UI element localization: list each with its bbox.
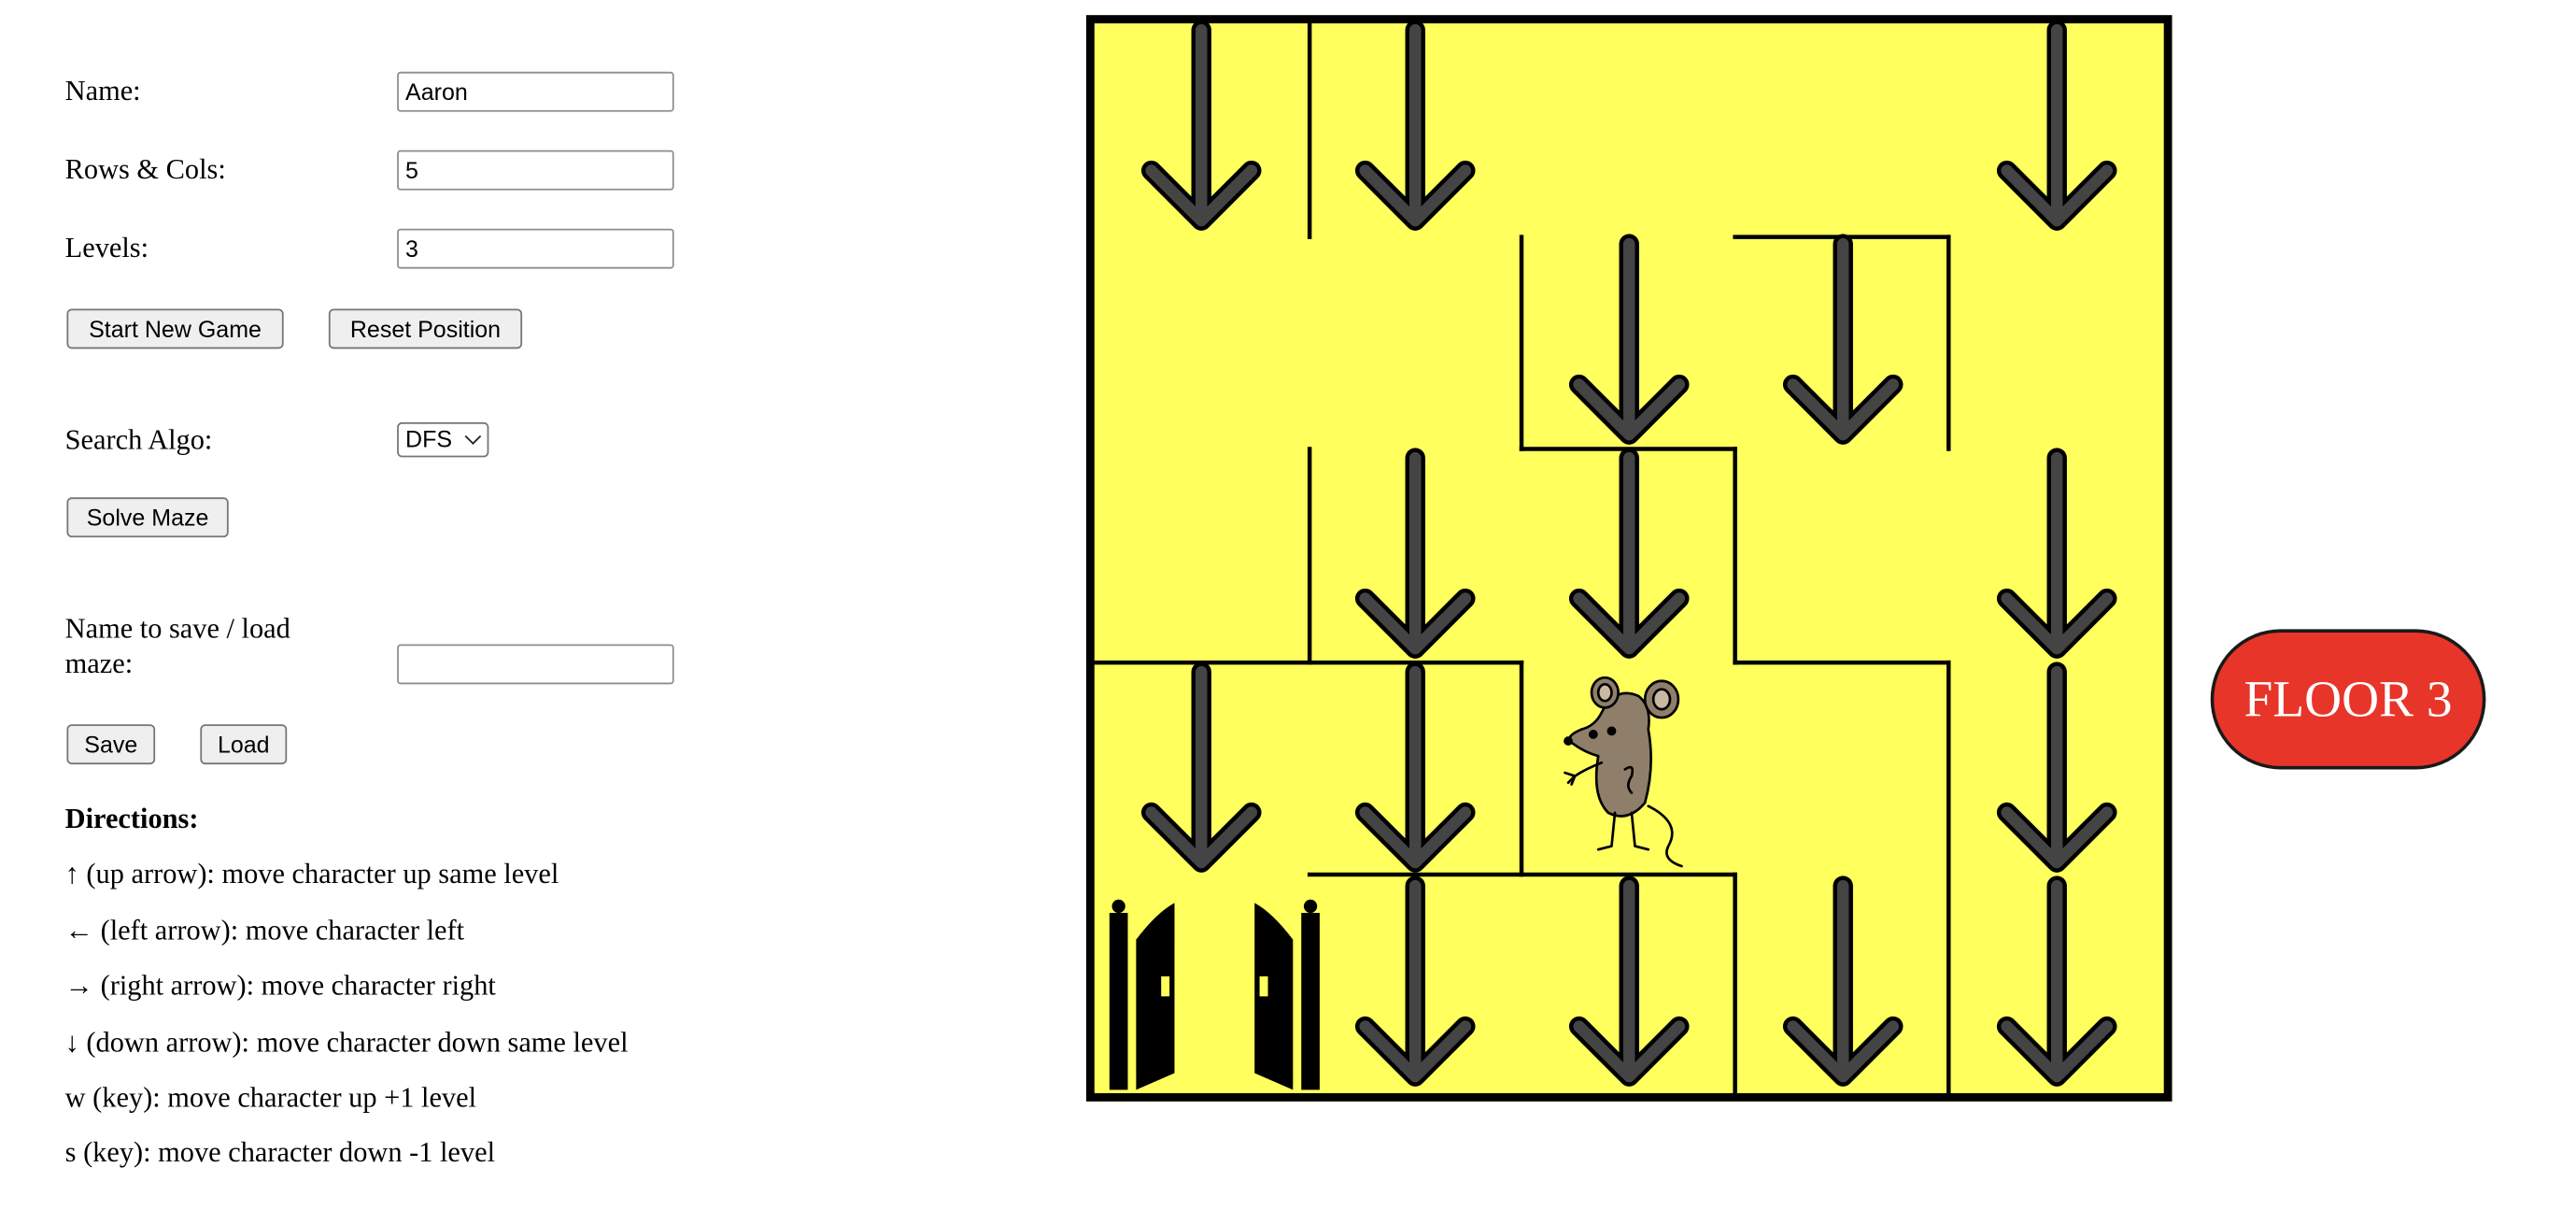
down-arrow-icon [1140,20,1262,231]
mouse-character-icon[interactable] [1564,676,1683,868]
search-algo-select[interactable]: DFS [397,421,489,458]
maze-border [1085,15,2173,1102]
down-arrow-icon [1996,20,2117,231]
down-arrow-icon [1996,875,2117,1087]
direction-down: ↓ (down arrow): move character down same… [64,1026,629,1059]
solve-maze-button[interactable]: Solve Maze [66,497,229,538]
direction-s-key: s (key): move character down -1 level [64,1136,496,1169]
save-button[interactable]: Save [66,724,156,765]
rows-cols-label: Rows & Cols: [64,153,226,186]
down-arrow-icon [1996,662,2117,873]
search-algo-label: Search Algo: [64,423,213,456]
reset-position-button[interactable]: Reset Position [328,308,523,349]
down-arrow-icon [1568,234,1690,445]
down-arrows-layer [1140,20,2117,1087]
direction-right: → (right arrow): move character right [64,969,496,1002]
load-button[interactable]: Load [200,724,288,765]
direction-w-key: w (key): move character up +1 level [64,1081,477,1114]
down-arrow-icon [1996,448,2117,659]
down-arrow-icon [1782,875,1904,1087]
down-arrow-icon [1354,448,1476,659]
exit-doors-icon[interactable] [1109,899,1320,1090]
direction-up: ↑ (up arrow): move character up same lev… [64,858,559,890]
floor-badge: FLOOR 3 [2210,629,2486,770]
start-new-game-button[interactable]: Start New Game [66,308,284,349]
levels-input[interactable] [397,228,674,269]
down-arrow-icon [1354,875,1476,1087]
save-name-input[interactable] [397,644,674,685]
name-label: Name: [64,75,141,107]
save-name-label-line1: Name to save / load [64,612,290,645]
save-name-label-line2: maze: [64,648,134,679]
directions-title: Directions: [64,803,199,835]
down-arrow-icon [1568,448,1690,659]
search-algo-value: DFS [405,425,453,453]
maze-board[interactable] [1085,15,2173,1102]
name-input[interactable] [397,71,674,112]
direction-left: ← (left arrow): move character left [64,914,465,947]
down-arrow-icon [1140,662,1262,873]
rows-cols-input[interactable] [397,149,674,191]
down-arrow-icon [1354,20,1476,231]
chevron-down-icon [464,428,482,445]
down-arrow-icon [1782,234,1904,445]
levels-label: Levels: [64,232,149,264]
down-arrow-icon [1354,662,1476,873]
down-arrow-icon [1568,875,1690,1087]
